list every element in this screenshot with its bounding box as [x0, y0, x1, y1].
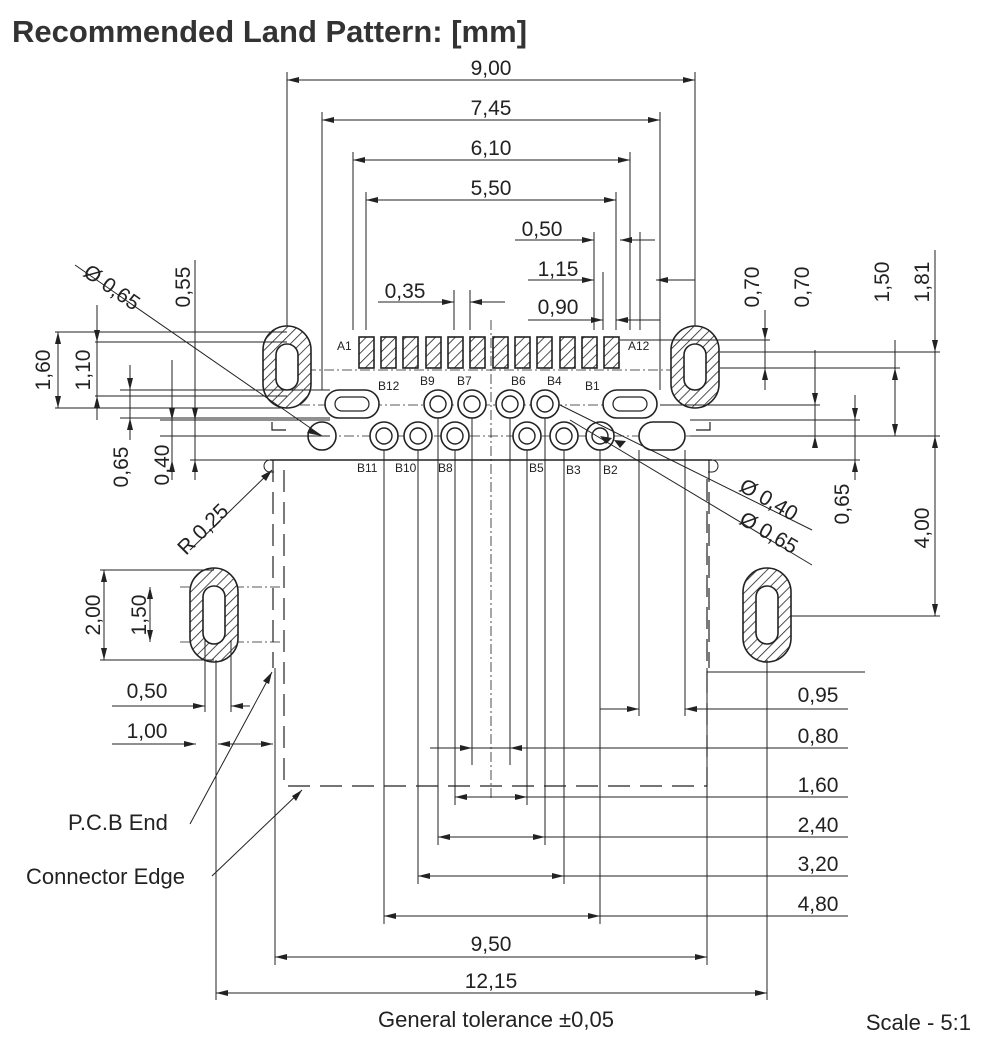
dim-6-10: 6,10	[471, 137, 512, 160]
scale-label: Scale - 5:1	[866, 1010, 971, 1035]
pin-label-b5: B5	[529, 461, 544, 475]
dim-0-70-a: 0,70	[741, 267, 764, 308]
dim-0-35: 0,35	[385, 280, 426, 303]
pin-label-a1: A1	[337, 339, 352, 353]
dim-0-65-right: 0,65	[831, 484, 854, 525]
general-tolerance: General tolerance ±0,05	[378, 1007, 614, 1032]
dim-0-40-left: 0,40	[151, 445, 174, 486]
b-row-vias	[369, 389, 615, 451]
pin-label-b9: B9	[420, 374, 435, 388]
dim-4-00: 4,00	[911, 508, 934, 549]
dim-1-60-left: 1,60	[32, 350, 55, 391]
pin-label-b10: B10	[395, 461, 417, 475]
pin-label-b8: B8	[438, 461, 453, 475]
left-vertical-dimensions: 1,60 1,10 0,55 0,65 0,40 2,00 1,50	[32, 260, 330, 661]
dim-1-60-right: 1,60	[798, 774, 839, 797]
dim-1-81: 1,81	[911, 262, 934, 303]
right-vertical-dimensions: 0,70 0,70 1,50 1,81 0,65 4,00	[620, 250, 940, 617]
dim-4-80: 4,80	[798, 893, 839, 916]
pin-label-b3: B3	[566, 463, 581, 477]
dim-12-15: 12,15	[465, 970, 518, 993]
dim-0-80-right: 0,80	[798, 725, 839, 748]
dim-0-90: 0,90	[538, 296, 579, 319]
dim-radius-0-25: R 0,25	[173, 500, 233, 560]
dim-0-65-left: 0,65	[110, 447, 133, 488]
pin-label-b12: B12	[378, 379, 400, 393]
right-horizontal-dimensions: 0,95 0,80 1,60 2,40 3,20 4,80	[383, 418, 865, 924]
bottom-dimensions: 9,50 12,15	[215, 660, 768, 1000]
connector-edge-label: Connector Edge	[26, 864, 185, 889]
dim-1-50-left: 1,50	[128, 595, 151, 636]
pcb-end-label: P.C.B End	[68, 810, 168, 835]
pin-labels: A1 A12 B12 B9 B7 B6 B4 B1 B11 B10 B8 B5 …	[337, 339, 650, 477]
dim-7-45: 7,45	[471, 97, 512, 120]
dim-1-10-left: 1,10	[72, 350, 95, 391]
dim-9-00: 9,00	[471, 57, 512, 80]
dim-0-50: 0,50	[522, 218, 563, 241]
dim-5-50: 5,50	[471, 177, 512, 200]
page-title: Recommended Land Pattern: [mm]	[12, 14, 527, 49]
pin-label-b2: B2	[603, 463, 618, 477]
dim-9-50: 9,50	[471, 933, 512, 956]
top-dimensions: 9,00 7,45 6,10 5,50 0,50 1,15 0,90	[286, 57, 696, 390]
left-horizontal-dimensions: 0,50 1,00	[112, 640, 273, 747]
edge-callouts: P.C.B End Connector Edge	[26, 671, 303, 889]
dim-0-55-left: 0,55	[172, 267, 195, 308]
dim-2-40: 2,40	[798, 814, 839, 837]
pin-label-b1: B1	[585, 379, 600, 393]
dim-2-00: 2,00	[82, 595, 105, 636]
mounting-slots	[189, 325, 792, 663]
a-row-pads	[358, 336, 620, 369]
dim-1-00-left: 1,00	[127, 720, 168, 743]
dim-dia-0-65-left: Ø 0,65	[79, 260, 144, 315]
pin-label-a12: A12	[628, 339, 650, 353]
dim-3-20: 3,20	[798, 853, 839, 876]
dim-0-50-left: 0,50	[127, 680, 168, 703]
pin-label-b4: B4	[547, 374, 562, 388]
pin-label-b6: B6	[511, 374, 526, 388]
dim-0-95: 0,95	[798, 684, 839, 707]
pin-label-b11: B11	[357, 461, 378, 475]
dim-1-15: 1,15	[538, 258, 579, 281]
dim-0-70-b: 0,70	[791, 267, 814, 308]
dim-1-50-right: 1,50	[871, 262, 894, 303]
pin-label-b7: B7	[457, 374, 472, 388]
